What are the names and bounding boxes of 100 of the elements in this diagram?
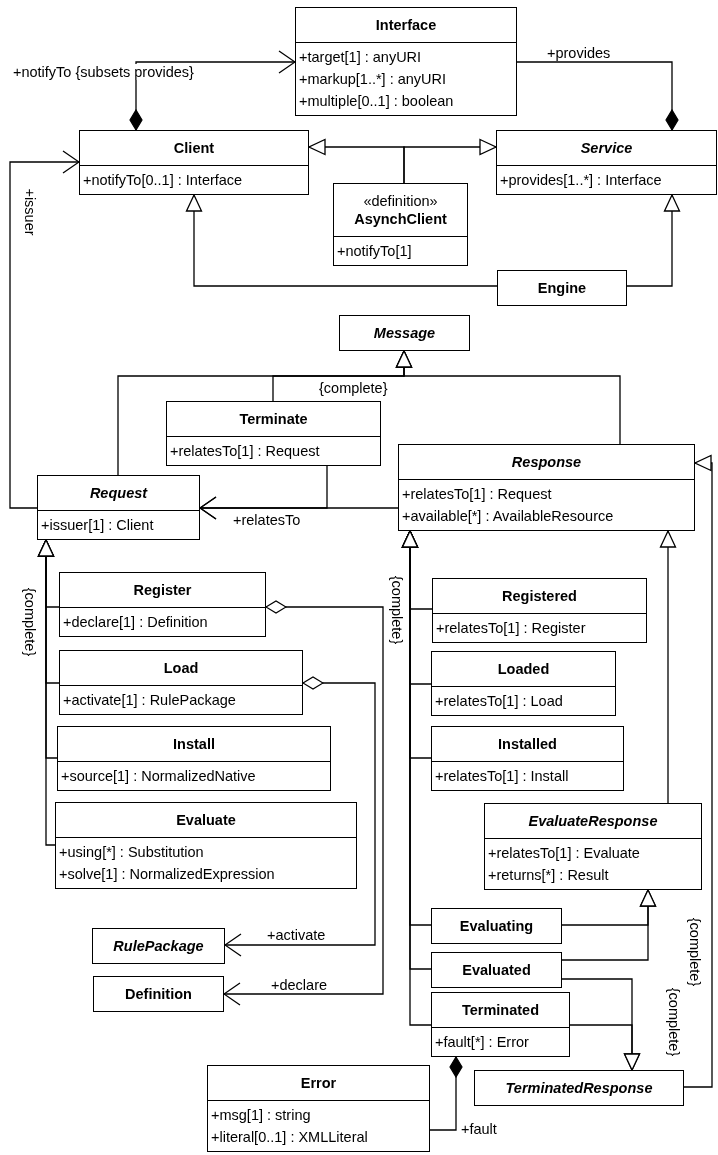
constraint-label: {complete} [687, 916, 703, 988]
generalization-arrow [659, 530, 677, 804]
class-box [474, 1070, 684, 1106]
class-name: Response [511, 454, 582, 470]
generalization-arrow [403, 138, 497, 184]
class-box [432, 578, 647, 643]
class-box [398, 444, 695, 531]
class-name: EvaluateResponse [528, 813, 658, 829]
composition-connector [516, 61, 679, 131]
role-label: +declare [270, 977, 329, 993]
class-name: Registered [502, 588, 577, 604]
class-box [93, 976, 224, 1012]
class-box [92, 928, 225, 964]
class-name: Client [173, 140, 215, 156]
class-box [431, 651, 616, 716]
generalization-arrow [395, 350, 621, 445]
constraint-label: {complete} [22, 586, 38, 658]
class-name: Evaluated [462, 962, 531, 978]
attribute-text: +relatesTo[1] : Register [436, 620, 586, 636]
class-box [295, 7, 517, 116]
generalization-arrow [185, 194, 498, 287]
attribute-text: +issuer[1] : Client [41, 517, 154, 533]
attribute-text: +available[*] : AvailableResource [402, 508, 614, 524]
class-name: Service [580, 140, 633, 156]
generalization-arrow [569, 1024, 641, 1071]
constraint-label: {complete} [318, 380, 389, 396]
class-box [431, 726, 624, 791]
constraint-label: {complete} [666, 986, 682, 1058]
attribute-text: +declare[1] : Definition [63, 614, 208, 630]
attribute-text: +relatesTo[1] : Load [435, 693, 563, 709]
generalization-arrow [37, 539, 56, 846]
class-box [431, 992, 570, 1057]
composition-connector [129, 50, 296, 131]
class-name: RulePackage [113, 938, 204, 954]
attribute-text: +returns[*] : Result [488, 867, 609, 883]
attribute-text: +multiple[0..1] : boolean [299, 93, 454, 109]
attribute-text: +solve[1] : NormalizedExpression [59, 866, 275, 882]
attribute-text: +notifyTo[1] [337, 243, 412, 259]
constraint-label: {complete} [389, 574, 405, 646]
attribute-text: +activate[1] : RulePackage [63, 692, 236, 708]
stereotype-label: «definition» [363, 193, 438, 209]
association-arrow [9, 150, 80, 509]
class-box [207, 1065, 430, 1152]
class-box [59, 572, 266, 637]
attribute-text: +source[1] : NormalizedNative [61, 768, 256, 784]
class-box [166, 401, 381, 466]
class-name: Terminated [461, 1002, 540, 1018]
attribute-text: +markup[1..*] : anyURI [299, 71, 447, 87]
class-box [497, 270, 627, 306]
attribute-text: +fault[*] : Error [435, 1034, 529, 1050]
class-name: Interface [375, 17, 437, 33]
class-box [57, 726, 331, 791]
class-box [496, 130, 717, 195]
class-box [79, 130, 309, 195]
generalization-arrow [626, 194, 681, 287]
role-label: +relatesTo [232, 512, 302, 528]
attribute-text: +target[1] : anyURI [299, 49, 422, 65]
class-name: Loaded [497, 661, 550, 677]
class-name: Evaluate [176, 812, 236, 828]
class-box [431, 952, 562, 988]
class-name: Load [163, 660, 199, 676]
class-name: Register [133, 582, 192, 598]
aggregation-connector [223, 600, 384, 1006]
aggregation-connector [224, 676, 376, 957]
class-name: Engine [537, 280, 587, 296]
class-name: Request [89, 485, 148, 501]
role-label: +provides [546, 45, 612, 61]
attribute-text: +msg[1] : string [211, 1107, 311, 1123]
class-name: AsynchClient [354, 211, 447, 227]
class-name: Evaluating [459, 918, 534, 934]
role-label: +activate [266, 927, 327, 943]
class-name: Definition [125, 986, 192, 1002]
role-label: +notifyTo {subsets provides} [12, 64, 195, 80]
class-box [484, 803, 702, 890]
attribute-text: +relatesTo[1] : Install [435, 768, 569, 784]
association-arrow [199, 496, 399, 520]
class-name: Terminate [239, 411, 308, 427]
class-box [339, 315, 470, 351]
attribute-text: +notifyTo[0..1] : Interface [83, 172, 243, 188]
generalization-arrow [683, 454, 713, 1088]
attribute-text: +literal[0..1] : XMLLiteral [211, 1129, 368, 1145]
attribute-text: +relatesTo[1] : Evaluate [488, 845, 640, 861]
class-box [333, 183, 468, 266]
class-name: Installed [498, 736, 557, 752]
class-name: TerminatedResponse [505, 1080, 653, 1096]
attribute-text: +using[*] : Substitution [59, 844, 204, 860]
class-name: Message [373, 325, 436, 341]
generalization-arrow [561, 889, 657, 961]
role-label: +fault [460, 1121, 498, 1137]
attribute-text: +provides[1..*] : Interface [500, 172, 662, 188]
attribute-text: +relatesTo[1] : Request [402, 486, 552, 502]
class-box [59, 650, 303, 715]
role-label: +issuer [22, 187, 38, 237]
class-box [37, 475, 200, 540]
class-name: Install [173, 736, 215, 752]
class-name: Error [300, 1075, 337, 1091]
class-box [55, 802, 357, 889]
composition-connector [429, 1056, 463, 1131]
class-box [431, 908, 562, 944]
attribute-text: +relatesTo[1] : Request [170, 443, 320, 459]
